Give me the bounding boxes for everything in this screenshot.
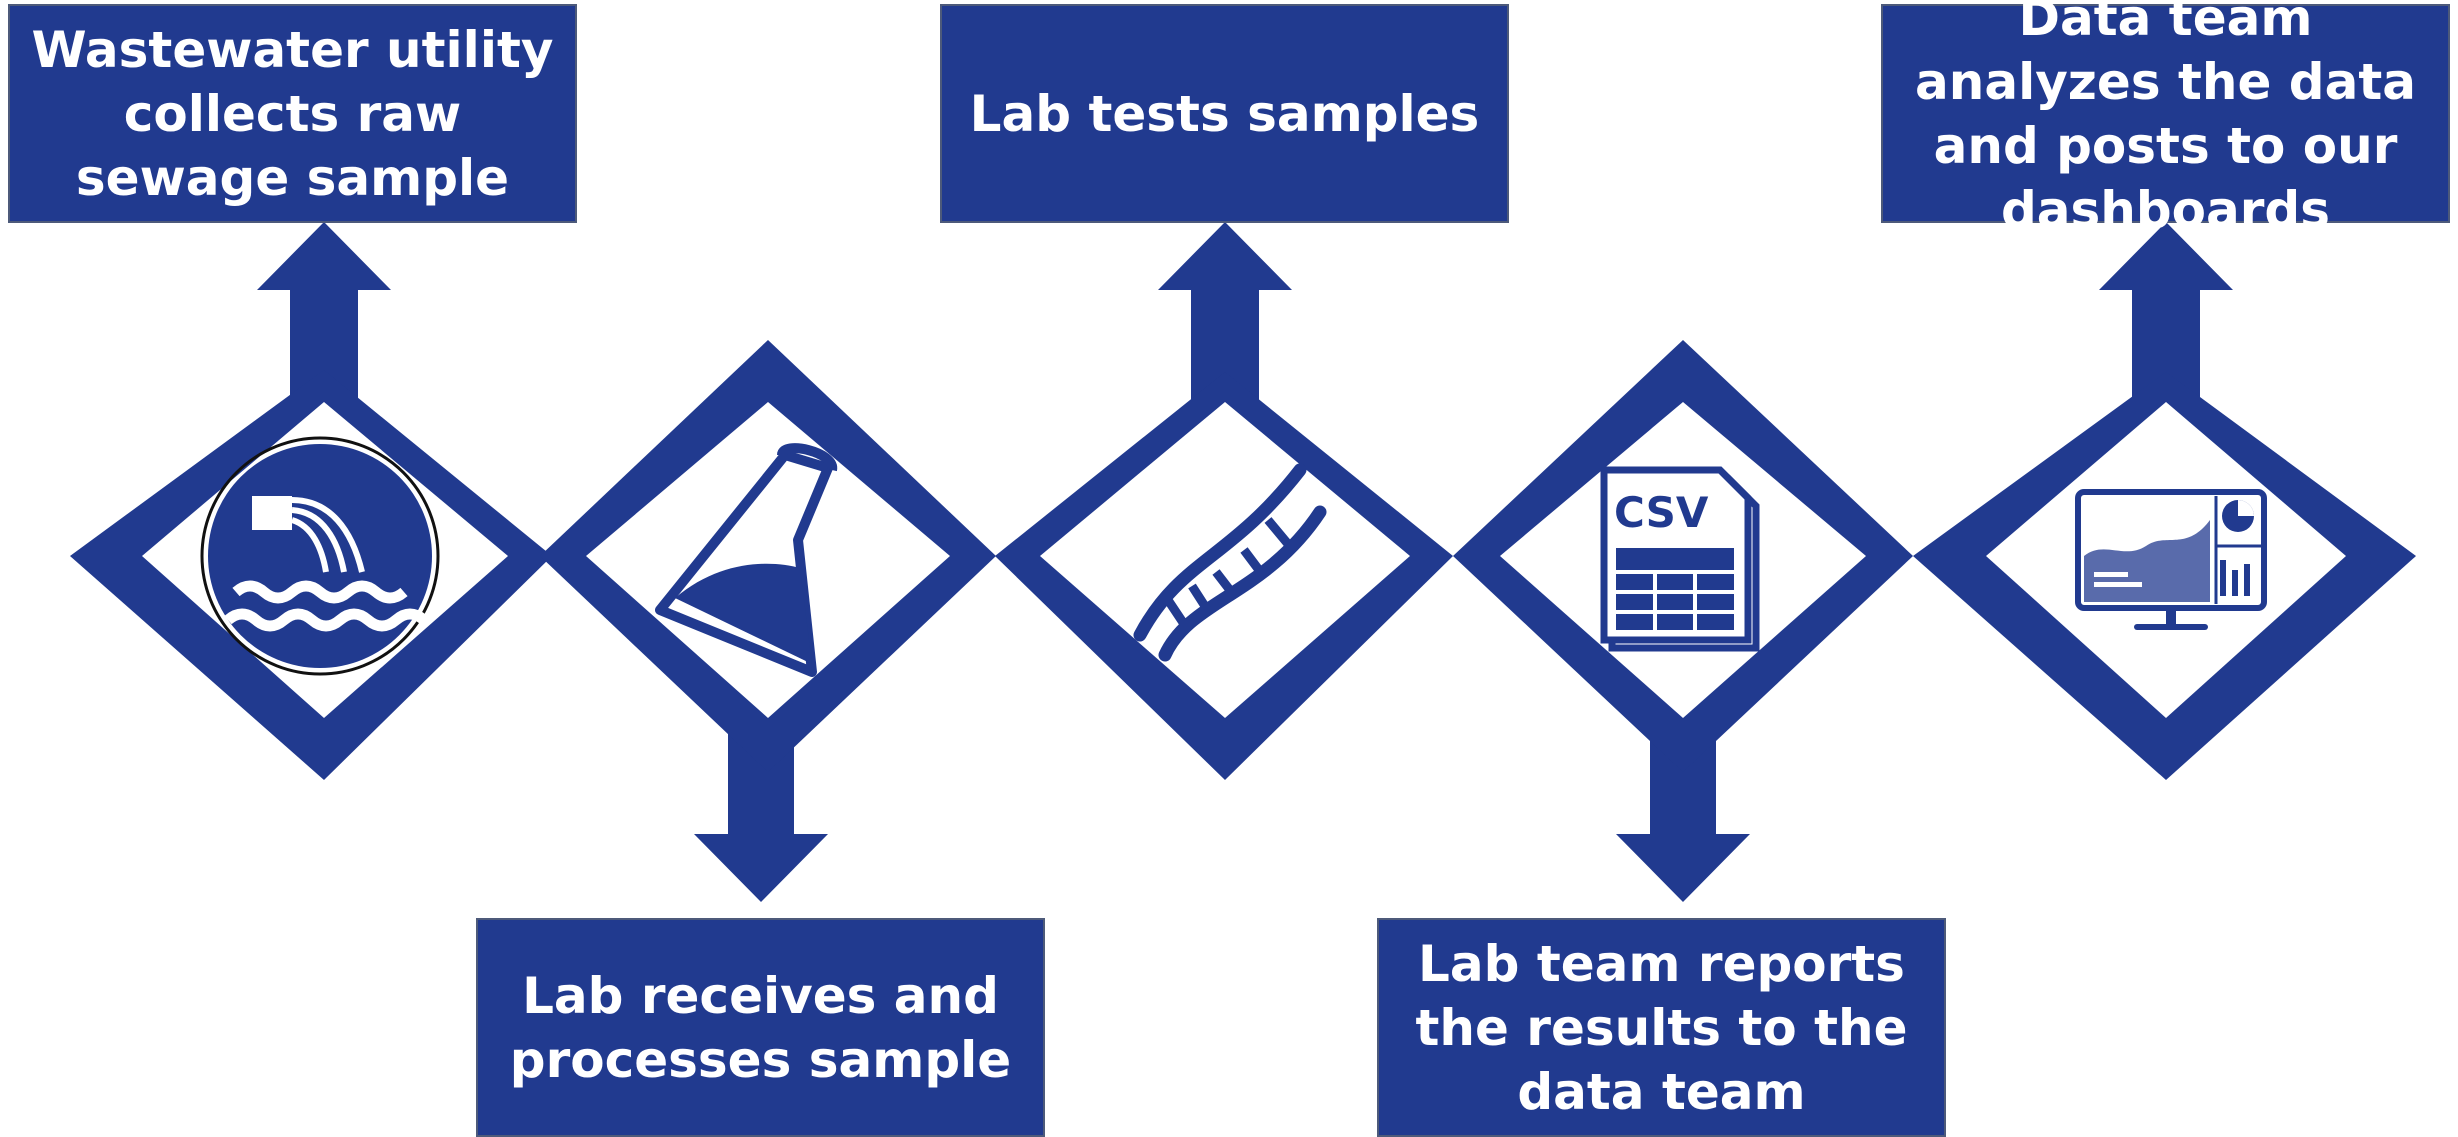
step-3-label: Lab tests samples — [940, 4, 1509, 223]
arrow-down-2 — [694, 690, 828, 902]
arrow-down-4 — [1616, 690, 1750, 902]
step-5-label: Data team analyzes the data and posts to… — [1881, 0, 2450, 239]
dna-icon — [1133, 463, 1327, 662]
sewage-outfall-icon — [200, 436, 440, 676]
step-1-label: Wastewater utility collects raw sewage s… — [8, 4, 577, 223]
dashboard-monitor-icon — [2075, 489, 2267, 630]
arrow-up-3 — [1158, 222, 1292, 450]
arrow-up-5 — [2099, 222, 2233, 450]
step-4-label: Lab team reports the results to the data… — [1377, 918, 1946, 1137]
arrow-up-1 — [257, 222, 391, 450]
svg-text:CSV: CSV — [1614, 488, 1709, 537]
step-2-label: Lab receives and processes sample — [476, 918, 1045, 1137]
flask-icon — [655, 443, 837, 677]
csv-file-icon: CSV — [1600, 466, 1760, 652]
